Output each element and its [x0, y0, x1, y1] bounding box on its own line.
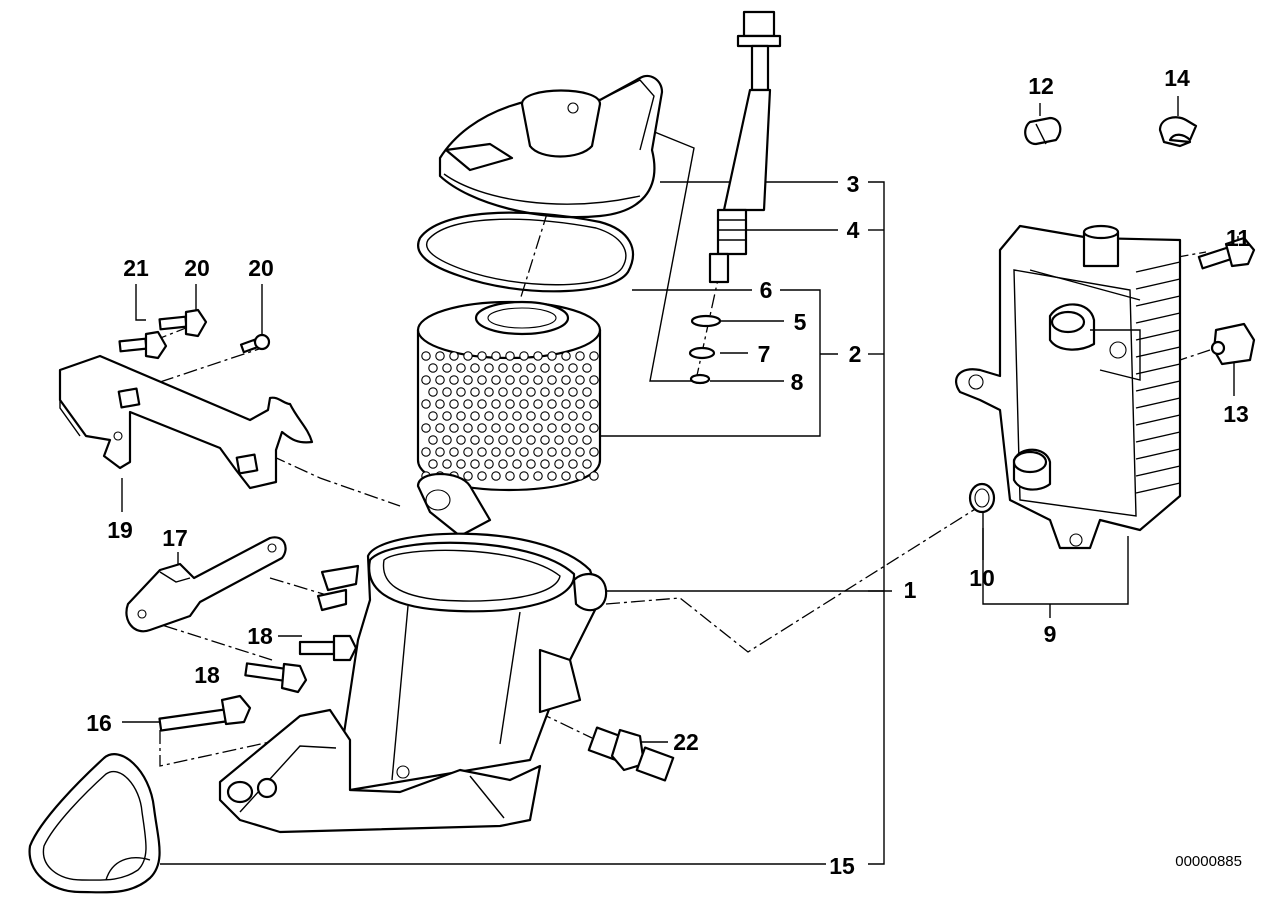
callout-14: 14	[1164, 65, 1190, 91]
document-number: 00000885	[1175, 853, 1242, 870]
callout-12: 12	[1028, 73, 1054, 99]
callout-5: 5	[794, 309, 807, 335]
callout-1: 1	[904, 577, 917, 603]
callout-11: 11	[1226, 225, 1251, 251]
housing-gasket	[28, 753, 161, 894]
callout-13: 13	[1223, 401, 1249, 427]
callout-labels: 1 2 3 4 5 6 7 8 9 10 11 12 13 14 15 16 1…	[86, 65, 1250, 879]
callout-18-upper: 18	[247, 623, 273, 649]
callout-2: 2	[849, 341, 862, 367]
callout-16: 16	[86, 710, 112, 736]
cover-gasket	[417, 211, 634, 293]
callout-8: 8	[791, 369, 804, 395]
center-bolt	[708, 10, 782, 284]
oil-cooler	[955, 224, 1182, 550]
callout-21: 21	[123, 255, 149, 281]
oil-filter-element	[416, 300, 602, 491]
callout-17: 17	[162, 525, 188, 551]
housing-cover	[438, 74, 664, 219]
callout-3: 3	[847, 171, 860, 197]
small-parts	[1024, 116, 1256, 366]
mounting-bracket	[58, 354, 314, 490]
callout-20-left: 20	[184, 255, 210, 281]
o-rings	[688, 314, 722, 385]
callout-9: 9	[1044, 621, 1057, 647]
cooler-fins	[1135, 261, 1181, 494]
callout-19: 19	[107, 517, 133, 543]
callout-7: 7	[758, 341, 771, 367]
cooler-o-ring	[968, 482, 996, 514]
support-plate	[125, 536, 287, 633]
filter-perforations	[421, 351, 599, 481]
callout-6: 6	[760, 277, 773, 303]
callout-4: 4	[847, 217, 860, 243]
fasteners	[118, 308, 358, 732]
filter-housing	[218, 473, 608, 834]
callout-10: 10	[969, 565, 995, 591]
callout-22: 22	[673, 729, 699, 755]
oil-pressure-sensor	[587, 726, 675, 782]
callout-20-right: 20	[248, 255, 274, 281]
callout-18-lower: 18	[194, 662, 220, 688]
callout-15: 15	[829, 853, 855, 879]
